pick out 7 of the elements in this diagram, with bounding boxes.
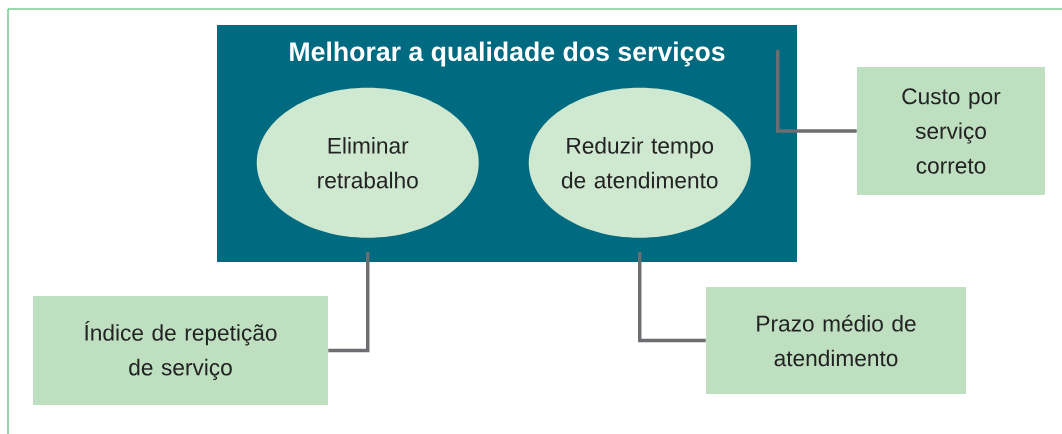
- indicator-box: Índice de repetição de serviço: [33, 296, 328, 405]
- leader-line: [328, 252, 370, 353]
- indicator-box: Prazo médio de atendimento: [706, 287, 966, 394]
- leader-line: [638, 252, 706, 343]
- leader-line: [776, 49, 857, 133]
- panel-title: Melhorar a qualidade dos serviços: [290, 41, 725, 67]
- indicator-box: Custo por serviço correto: [857, 67, 1045, 195]
